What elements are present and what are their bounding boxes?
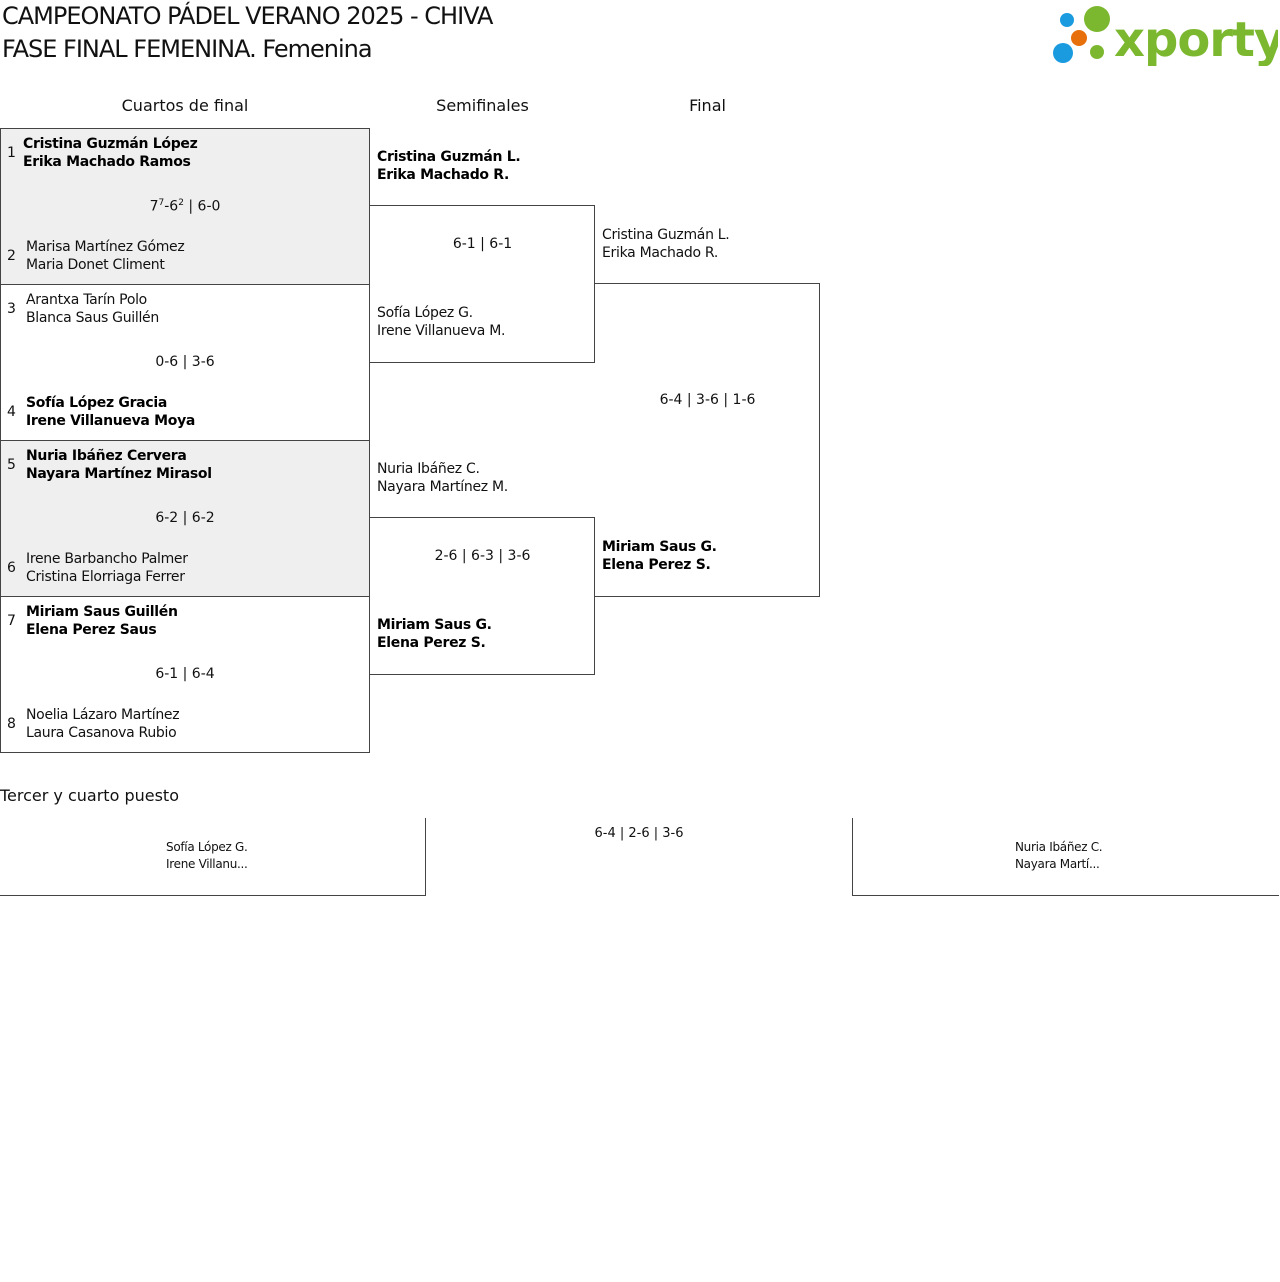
third-place-team-a: Sofía López G. Irene Villanu... xyxy=(166,839,248,873)
player-name: Miriam Saus G. xyxy=(377,617,492,633)
quarterfinal-3-score: 6-2 | 6-2 xyxy=(155,510,215,526)
player-name: Nuria Ibáñez Cervera xyxy=(26,448,187,464)
player-name: Elena Perez S. xyxy=(377,635,486,651)
round-header-final: Final xyxy=(689,96,726,115)
semifinal-2-team-b[interactable]: Miriam Saus G. Elena Perez S. xyxy=(377,616,492,652)
player-name: Nayara Martí... xyxy=(1015,857,1100,871)
semifinal-2-team-a[interactable]: Nuria Ibáñez C. Nayara Martínez M. xyxy=(377,460,508,496)
player-name: Cristina Elorriaga Ferrer xyxy=(26,569,185,585)
player-name: Irene Villanu... xyxy=(166,857,248,871)
semifinal-1-team-b[interactable]: Sofía López G. Irene Villanueva M. xyxy=(377,304,505,340)
seed-number: 2 xyxy=(7,248,16,264)
player-name: Miriam Saus Guillén xyxy=(26,604,178,620)
player-name: Miriam Saus G. xyxy=(602,539,717,555)
player-name: Elena Perez Saus xyxy=(26,622,157,638)
player-name: Blanca Saus Guillén xyxy=(26,310,159,326)
player-name: Cristina Guzmán L. xyxy=(377,149,521,165)
player-name: Cristina Guzmán López xyxy=(23,136,198,152)
xporty-logo: xporty xyxy=(1050,4,1280,68)
final-score: 6-4 | 3-6 | 1-6 xyxy=(659,392,756,408)
seed-number: 8 xyxy=(7,716,16,732)
player-name: Nuria Ibáñez C. xyxy=(377,461,480,477)
svg-text:xporty: xporty xyxy=(1114,12,1278,66)
quarterfinal-match-1 xyxy=(0,128,370,284)
semifinal-1-score: 6-1 | 6-1 xyxy=(452,236,513,252)
third-place-score: 6-4 | 2-6 | 3-6 xyxy=(594,826,684,841)
semifinal-match-1 xyxy=(370,205,595,363)
player-name: Irene Barbancho Palmer xyxy=(26,551,188,567)
third-place-team-a-box[interactable] xyxy=(0,818,426,896)
semifinal-1-team-a[interactable]: Cristina Guzmán L. Erika Machado R. xyxy=(377,148,521,184)
page-title: CAMPEONATO PÁDEL VERANO 2025 - CHIVA xyxy=(2,2,493,30)
player-name: Noelia Lázaro Martínez xyxy=(26,707,180,723)
player-name: Arantxa Tarín Polo xyxy=(26,292,147,308)
player-name: Elena Perez S. xyxy=(602,557,711,573)
player-name: Sofía López Gracia xyxy=(26,395,167,411)
quarterfinal-match-4 xyxy=(0,596,370,753)
semifinal-2-score: 2-6 | 6-3 | 3-6 xyxy=(434,548,531,564)
page-subtitle: FASE FINAL FEMENINA. Femenina xyxy=(2,35,373,63)
player-name: Maria Donet Climent xyxy=(26,257,165,273)
player-name: Sofía López G. xyxy=(377,305,473,321)
semifinal-match-2 xyxy=(370,517,595,675)
player-name: Irene Villanueva M. xyxy=(377,323,506,339)
quarterfinal-1-score: 77-62 | 6-0 xyxy=(149,198,221,215)
quarterfinal-match-2 xyxy=(0,284,370,440)
player-name: Irene Villanueva Moya xyxy=(26,413,196,429)
quarterfinal-4-score: 6-1 | 6-4 xyxy=(155,666,215,682)
final-match xyxy=(595,283,820,597)
player-name: Erika Machado R. xyxy=(602,245,718,261)
final-team-a[interactable]: Cristina Guzmán L. Erika Machado R. xyxy=(602,226,730,262)
seed-number: 4 xyxy=(7,404,16,420)
seed-number: 5 xyxy=(7,457,16,473)
player-name: Cristina Guzmán L. xyxy=(602,227,730,243)
round-header-semifinals: Semifinales xyxy=(436,96,529,115)
seed-number: 6 xyxy=(7,560,16,576)
player-name: Nuria Ibáñez C. xyxy=(1015,840,1103,854)
player-name: Sofía López G. xyxy=(166,840,248,854)
third-place-title: Tercer y cuarto puesto xyxy=(0,786,179,805)
player-name: Erika Machado R. xyxy=(377,167,510,183)
quarterfinal-2-score: 0-6 | 3-6 xyxy=(155,354,215,370)
player-name: Nayara Martínez M. xyxy=(377,479,508,495)
third-place-team-b-box[interactable] xyxy=(852,818,1279,896)
player-name: Laura Casanova Rubio xyxy=(26,725,177,741)
quarterfinal-match-3 xyxy=(0,440,370,596)
player-name: Marisa Martínez Gómez xyxy=(26,239,185,255)
final-team-b[interactable]: Miriam Saus G. Elena Perez S. xyxy=(602,538,717,574)
third-place-team-b: Nuria Ibáñez C. Nayara Martí... xyxy=(1015,839,1103,873)
player-name: Erika Machado Ramos xyxy=(23,154,191,170)
seed-number: 7 xyxy=(7,613,16,629)
seed-number: 1 xyxy=(7,145,16,161)
round-header-quarterfinals: Cuartos de final xyxy=(121,96,249,115)
player-name: Nayara Martínez Mirasol xyxy=(26,466,212,482)
seed-number: 3 xyxy=(7,301,16,317)
